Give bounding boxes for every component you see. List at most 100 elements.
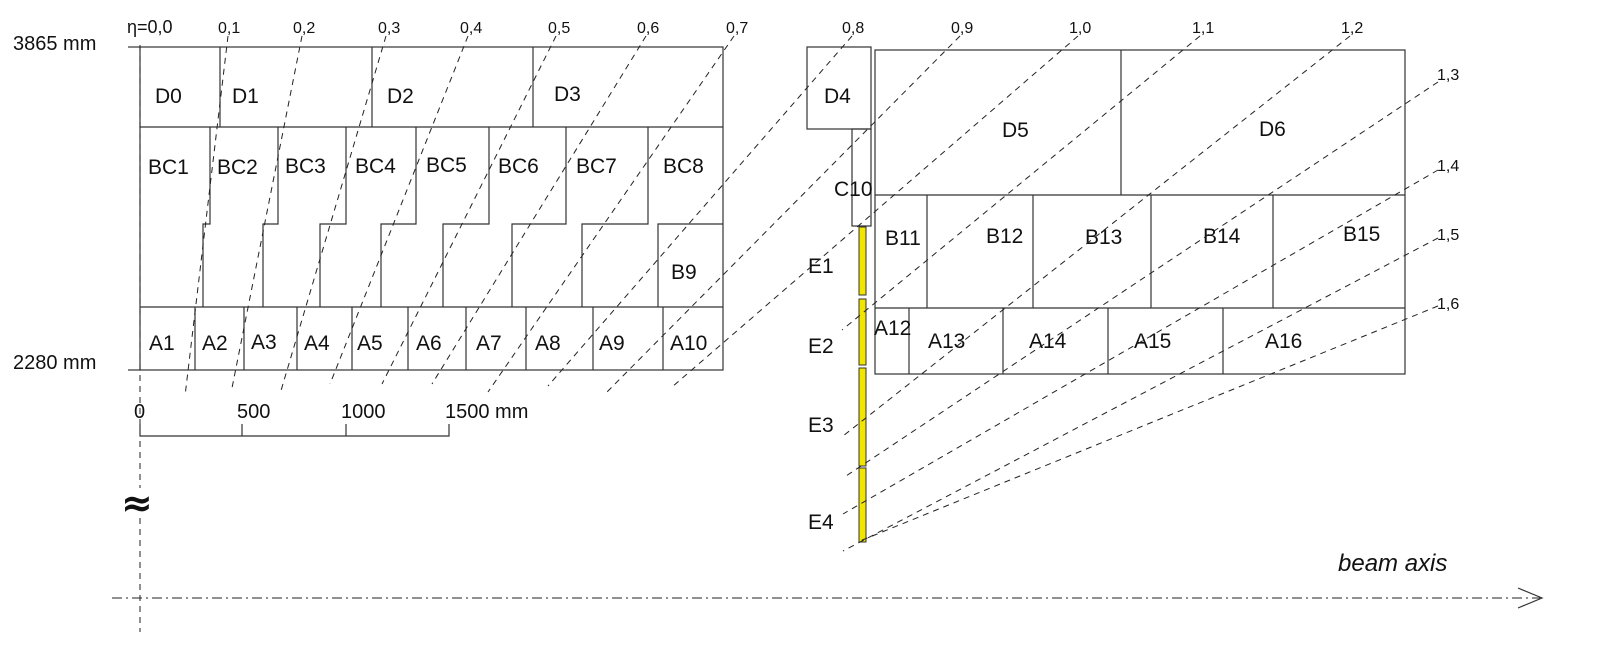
eta-line-0-9 (604, 35, 961, 395)
scale-label-500: 500 (237, 401, 270, 423)
cell-label-d5: D5 (1002, 119, 1029, 142)
scintillator-e1 (858, 226, 867, 296)
scale-label-1000: 1000 (341, 401, 386, 423)
eta-label-1-1: 1,1 (1192, 20, 1214, 37)
cell-label-e2: E2 (808, 335, 834, 358)
cell-label-a1: A1 (149, 332, 175, 355)
barrel-bc-separator (442, 127, 490, 307)
eta-label-0-3: 0,3 (378, 20, 400, 37)
cell-label-a7: A7 (476, 332, 502, 355)
cell-label-e3: E3 (808, 414, 834, 437)
cell-label-a15: A15 (1134, 330, 1171, 353)
cell-label-bc2: BC2 (217, 156, 258, 179)
eta-label-1-0: 1,0 (1069, 20, 1091, 37)
eta-line-0-3 (279, 35, 387, 395)
scale-bar-line (139, 424, 450, 437)
eta-line-0-1 (184, 35, 229, 397)
eta-line-1-1 (841, 35, 1201, 331)
eta-line-0-2 (231, 35, 303, 389)
cell-label-e4: E4 (808, 511, 834, 534)
outer-radius-label: 3865 mm (13, 33, 96, 55)
inner-radius-label: 2280 mm (13, 352, 96, 374)
eta-lines (139, 35, 1439, 632)
eta-label-1-5: 1,5 (1437, 227, 1459, 244)
cell-label-a2: A2 (202, 332, 228, 355)
cell-label-d4: D4 (824, 85, 851, 108)
eta-label-1-4: 1,4 (1437, 158, 1459, 175)
cell-label-a12: A12 (874, 317, 911, 340)
cell-label-a8: A8 (535, 332, 561, 355)
cell-label-b15: B15 (1343, 223, 1380, 246)
cell-label-d6: D6 (1259, 118, 1286, 141)
cell-label-d2: D2 (387, 85, 414, 108)
cell-label-a5: A5 (357, 332, 383, 355)
extended-barrel-module: D4 D5 D6 C10 B11 B12 B13 B14 B15 A12 A13… (806, 46, 1406, 375)
eta-line-1-0 (671, 35, 1079, 388)
extended-outline (874, 49, 1406, 375)
eta-label-1-3: 1,3 (1437, 67, 1459, 84)
eta-line-0-8 (547, 35, 853, 387)
eta-label-0-4: 0,4 (460, 20, 482, 37)
cell-label-a13: A13 (928, 330, 965, 353)
beam-axis: beam axis (112, 550, 1544, 609)
cell-label-e1: E1 (808, 255, 834, 278)
cell-label-b14: B14 (1203, 225, 1241, 248)
cell-label-a3: A3 (251, 331, 277, 354)
beam-axis-arrowhead (1517, 587, 1544, 609)
barrel-bc-separator (511, 127, 567, 307)
cell-label-a6: A6 (416, 332, 442, 355)
cell-label-bc6: BC6 (498, 155, 539, 178)
eta-line-1-3 (842, 81, 1439, 479)
eta-label-1-2: 1,2 (1341, 20, 1363, 37)
cell-label-d0: D0 (155, 85, 182, 108)
cell-label-a16: A16 (1265, 330, 1302, 353)
eta-line-1-4 (842, 169, 1439, 515)
barrel-bc-separator (262, 127, 279, 307)
scintillator-e3 (858, 367, 867, 467)
axis-break-symbol: ≈ (121, 481, 153, 525)
cell-label-d1: D1 (232, 85, 259, 108)
eta-line-1-6 (859, 305, 1439, 542)
barrel-bc-separator (202, 127, 211, 307)
eta-label-0-6: 0,6 (637, 20, 659, 37)
cell-label-b12: B12 (986, 225, 1023, 248)
cell-label-bc3: BC3 (285, 155, 326, 178)
eta-line-0-6 (431, 35, 647, 385)
cell-label-bc7: BC7 (576, 155, 617, 178)
barrel-module: D0 D1 D2 D3 BC1 BC2 BC3 BC4 BC5 BC6 BC7 … (139, 46, 724, 371)
barrel-bc-separator (319, 127, 347, 307)
cell-label-c10: C10 (834, 178, 873, 201)
cell-label-a14: A14 (1029, 330, 1067, 353)
scintillator-e2 (858, 298, 867, 366)
scale-label-0: 0 (134, 401, 145, 423)
scintillator-e4 (858, 467, 867, 543)
cell-label-a9: A9 (599, 332, 625, 355)
beam-axis-label: beam axis (1338, 550, 1447, 577)
eta-line-0-5 (381, 35, 557, 385)
barrel-b9-boundary (657, 223, 723, 307)
cell-label-bc8: BC8 (663, 155, 704, 178)
eta-label-0-1: 0,1 (218, 20, 240, 37)
barrel-outline (139, 46, 724, 371)
eta-line-0-4 (329, 35, 469, 385)
cell-label-a4: A4 (304, 332, 330, 355)
scale-bar: 0 500 1000 1500 mm (134, 401, 528, 437)
barrel-bc-separator (581, 127, 649, 307)
eta-label-0-0: η=0,0 (127, 17, 173, 37)
eta-label-0-5: 0,5 (548, 20, 570, 37)
cell-label-a10: A10 (670, 332, 707, 355)
cell-label-b11: B11 (885, 227, 921, 250)
axis-break-mask (122, 488, 156, 516)
cell-label-bc5: BC5 (426, 154, 467, 177)
eta-label-0-9: 0,9 (951, 20, 973, 37)
eta-label-1-6: 1,6 (1437, 296, 1459, 313)
eta-label-0-8: 0,8 (842, 20, 864, 37)
c10-cell (851, 128, 872, 227)
cell-label-d3: D3 (554, 83, 581, 106)
eta-label-0-7: 0,7 (726, 20, 748, 37)
barrel-bc-separator (380, 127, 417, 307)
cell-label-bc4: BC4 (355, 155, 396, 178)
eta-line-1-2 (842, 35, 1351, 437)
cell-label-b9: B9 (671, 261, 697, 284)
